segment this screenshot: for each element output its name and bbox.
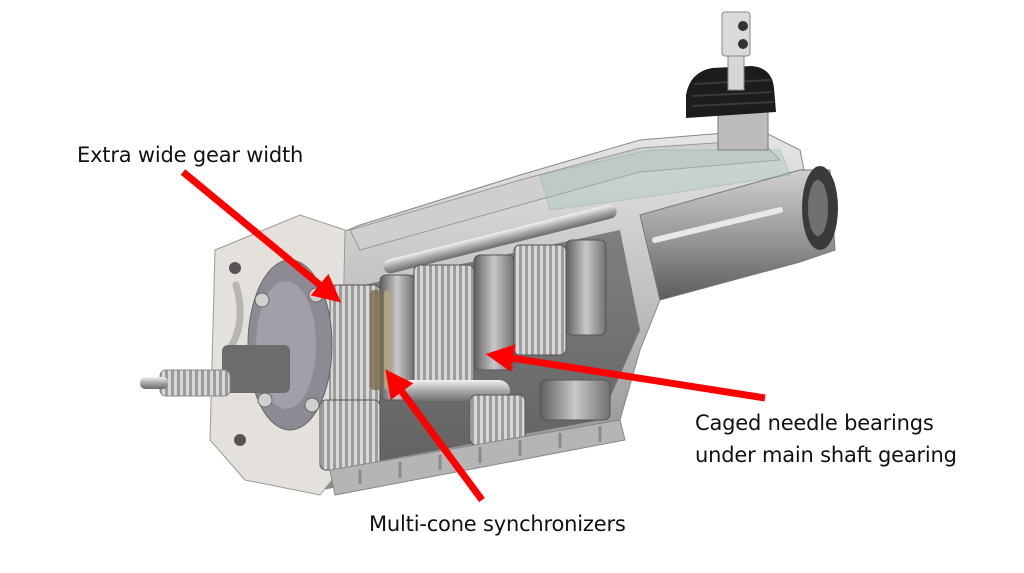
input-shaft (140, 345, 290, 397)
arrow-needle-bearings (485, 344, 766, 402)
arrow-synchronizers (385, 369, 485, 503)
label-multi-cone-synchronizers: Multi-cone synchronizers (369, 508, 626, 540)
label-caged-needle-bearings: Caged needle bearings under main shaft g… (695, 407, 957, 471)
label-line: Multi-cone synchronizers (369, 512, 626, 536)
oil-pan (329, 419, 626, 496)
arrow-gear-width (180, 169, 342, 303)
label-line: under main shaft gearing (695, 443, 957, 467)
label-line: Extra wide gear width (77, 143, 304, 167)
main-shaft-gears (329, 239, 607, 406)
label-extra-wide-gear-width: Extra wide gear width (77, 139, 303, 171)
annotation-arrows (180, 169, 766, 503)
tailshaft-housing (539, 149, 838, 301)
shifter-tower (686, 11, 776, 151)
label-line: Caged needle bearings (695, 411, 934, 435)
